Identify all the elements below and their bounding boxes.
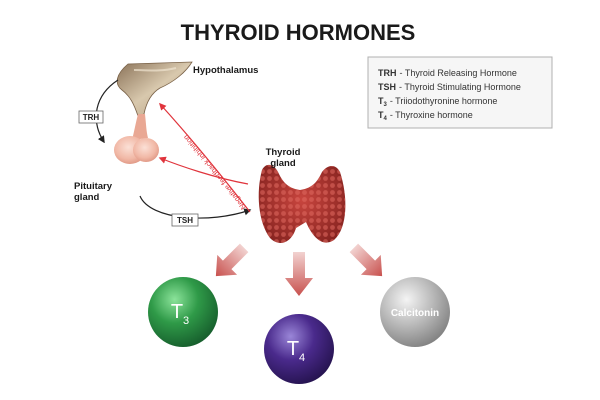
- t3-label: T3: [171, 301, 189, 327]
- legend-item-t4: T4- Thyroxine hormone: [378, 110, 473, 122]
- pituitary-illustration: [114, 114, 159, 164]
- feedback-arrow-pituitary: [158, 156, 249, 185]
- trh-arrow: [95, 79, 119, 144]
- calcitonin-label: Calcitonin: [391, 308, 439, 319]
- t4-label: T4: [287, 338, 305, 364]
- trh-tag: TRH: [78, 110, 104, 124]
- hypothalamus-label: Hypothalamus: [193, 65, 258, 76]
- feedback-arrow-hypothalamus: [159, 102, 251, 213]
- t4-sphere: T4: [264, 314, 334, 384]
- t3-sphere: T3: [148, 277, 218, 347]
- arrow-to-t3: [215, 243, 249, 277]
- tsh-tag: TSH: [171, 213, 199, 227]
- legend-box: TRH- Thyroid Releasing Hormone TSH- Thyr…: [367, 56, 553, 129]
- arrow-to-t4: [285, 252, 313, 296]
- calcitonin-sphere: Calcitonin: [380, 277, 450, 347]
- hypothalamus-illustration: [116, 61, 193, 117]
- legend-item-trh: TRH- Thyroid Releasing Hormone: [378, 68, 517, 78]
- feedback-label: Negative feedback inhibition: [181, 133, 247, 211]
- svg-text:TSH: TSH: [177, 216, 193, 225]
- thyroid-illustration: [258, 164, 346, 243]
- page-title: THYROID HORMONES: [181, 20, 416, 45]
- legend-item-tsh: TSH- Thyroid Stimulating Hormone: [378, 82, 521, 92]
- arrow-to-calcitonin: [349, 243, 383, 277]
- svg-text:TRH: TRH: [83, 113, 100, 122]
- legend-item-t3: T3- Triiodothyronine hormone: [378, 96, 497, 108]
